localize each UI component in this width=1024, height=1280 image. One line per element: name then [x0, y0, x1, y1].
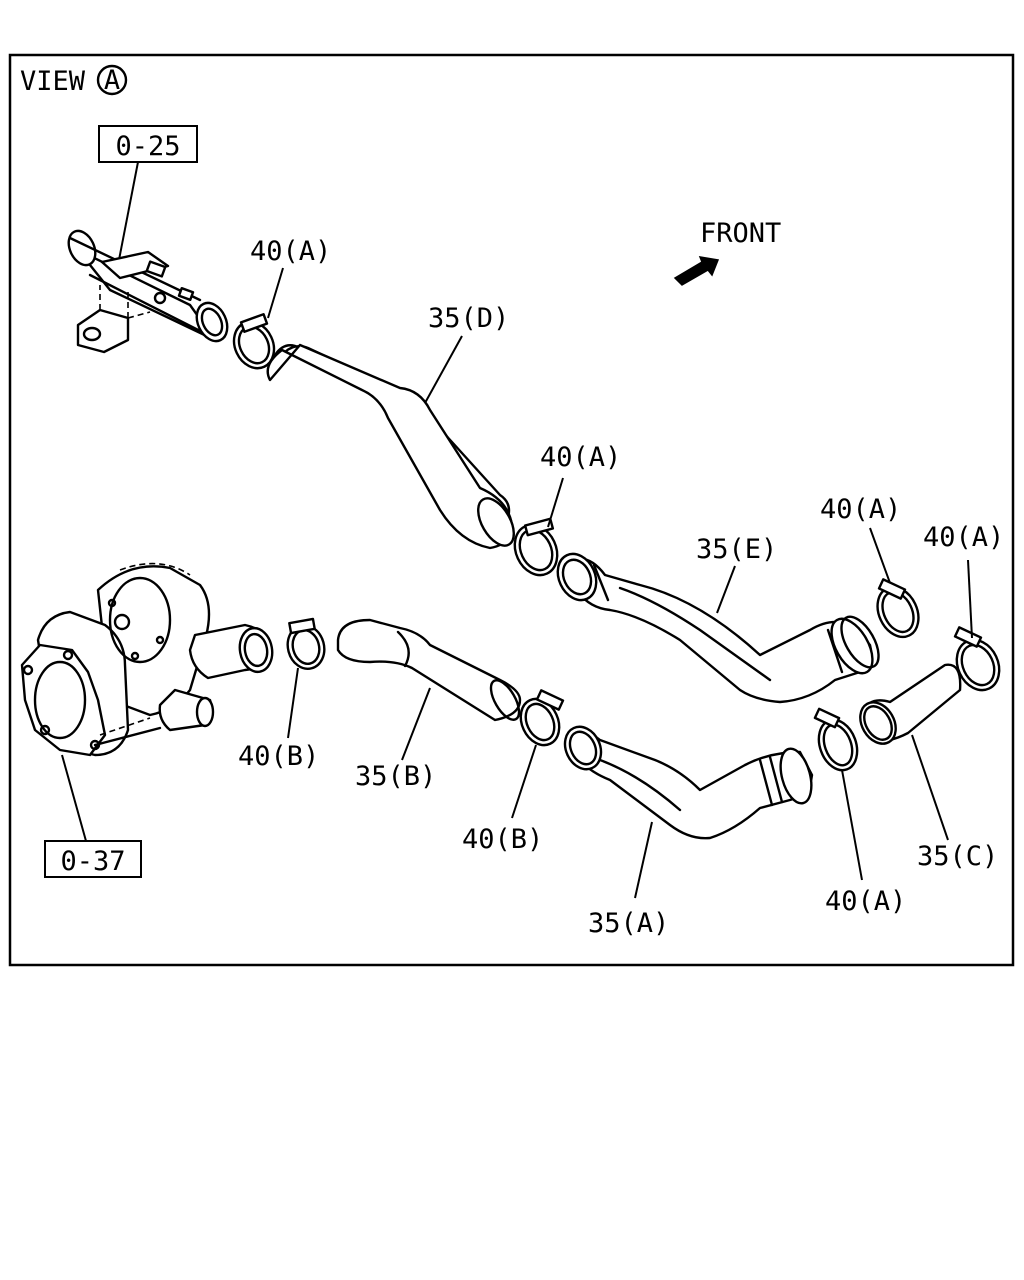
clamp-right-2[interactable]	[949, 626, 1007, 697]
label-hose-35a: 35(A)	[588, 908, 669, 939]
ref-lower-leader	[61, 754, 87, 842]
hose-35b[interactable]	[336, 618, 525, 724]
water-pump	[20, 562, 274, 757]
label-hose-35e: 35(E)	[696, 534, 777, 565]
view-marker: A	[104, 65, 120, 96]
label-clamp-top-mid: 40(A)	[540, 442, 621, 473]
leader-hose-35a	[634, 821, 653, 899]
clamp-bottom-right[interactable]	[812, 707, 864, 776]
leader-hose-35d	[424, 335, 463, 404]
leader-hose-35b	[401, 687, 431, 761]
label-hose-35b: 35(B)	[355, 761, 436, 792]
leader-hose-35e	[716, 565, 736, 614]
ref-lower-label: 0-37	[60, 846, 125, 877]
leader-clamp-top-left	[267, 267, 284, 319]
leader-clamp-right-2	[967, 559, 973, 639]
leader-clamp-b-left	[287, 667, 299, 739]
clamp-top-mid[interactable]	[507, 517, 565, 582]
clamp-b-mid[interactable]	[514, 689, 567, 751]
label-clamp-bottom-right: 40(A)	[825, 886, 906, 917]
front-arrow-icon	[673, 256, 720, 286]
clamp-right-1[interactable]	[870, 578, 926, 643]
label-hose-35d: 35(D)	[428, 303, 509, 334]
leader-clamp-bottom-right	[841, 769, 863, 881]
leader-hose-35c	[911, 734, 949, 841]
clamp-top-left[interactable]	[227, 312, 282, 375]
view-marker-circle	[96, 64, 128, 96]
label-hose-35c: 35(C)	[917, 841, 998, 872]
label-clamp-top-left: 40(A)	[250, 236, 331, 267]
thermostat-housing	[67, 229, 229, 354]
view-label: VIEW	[20, 66, 86, 97]
leader-clamp-b-mid	[511, 744, 537, 819]
front-label: FRONT	[700, 218, 781, 249]
leader-clamp-right-1	[869, 527, 891, 584]
leader-clamp-top-mid	[547, 477, 564, 528]
hose-35c[interactable]	[853, 663, 962, 750]
ref-box-lower[interactable]: 0-37	[44, 840, 142, 878]
diagram-frame	[8, 53, 1015, 967]
ref-box-upper[interactable]: 0-25	[98, 125, 198, 163]
clamp-b-left[interactable]	[283, 617, 329, 673]
hose-35d[interactable]	[266, 343, 521, 552]
hose-35e[interactable]	[551, 548, 887, 704]
ref-upper-label: 0-25	[115, 131, 180, 162]
label-clamp-b-left: 40(B)	[238, 741, 319, 772]
ref-upper-leader	[117, 161, 139, 266]
label-clamp-right-2: 40(A)	[923, 522, 1004, 553]
label-clamp-b-mid: 40(B)	[462, 824, 543, 855]
label-clamp-right-1: 40(A)	[820, 494, 901, 525]
hose-35a[interactable]	[558, 721, 816, 840]
